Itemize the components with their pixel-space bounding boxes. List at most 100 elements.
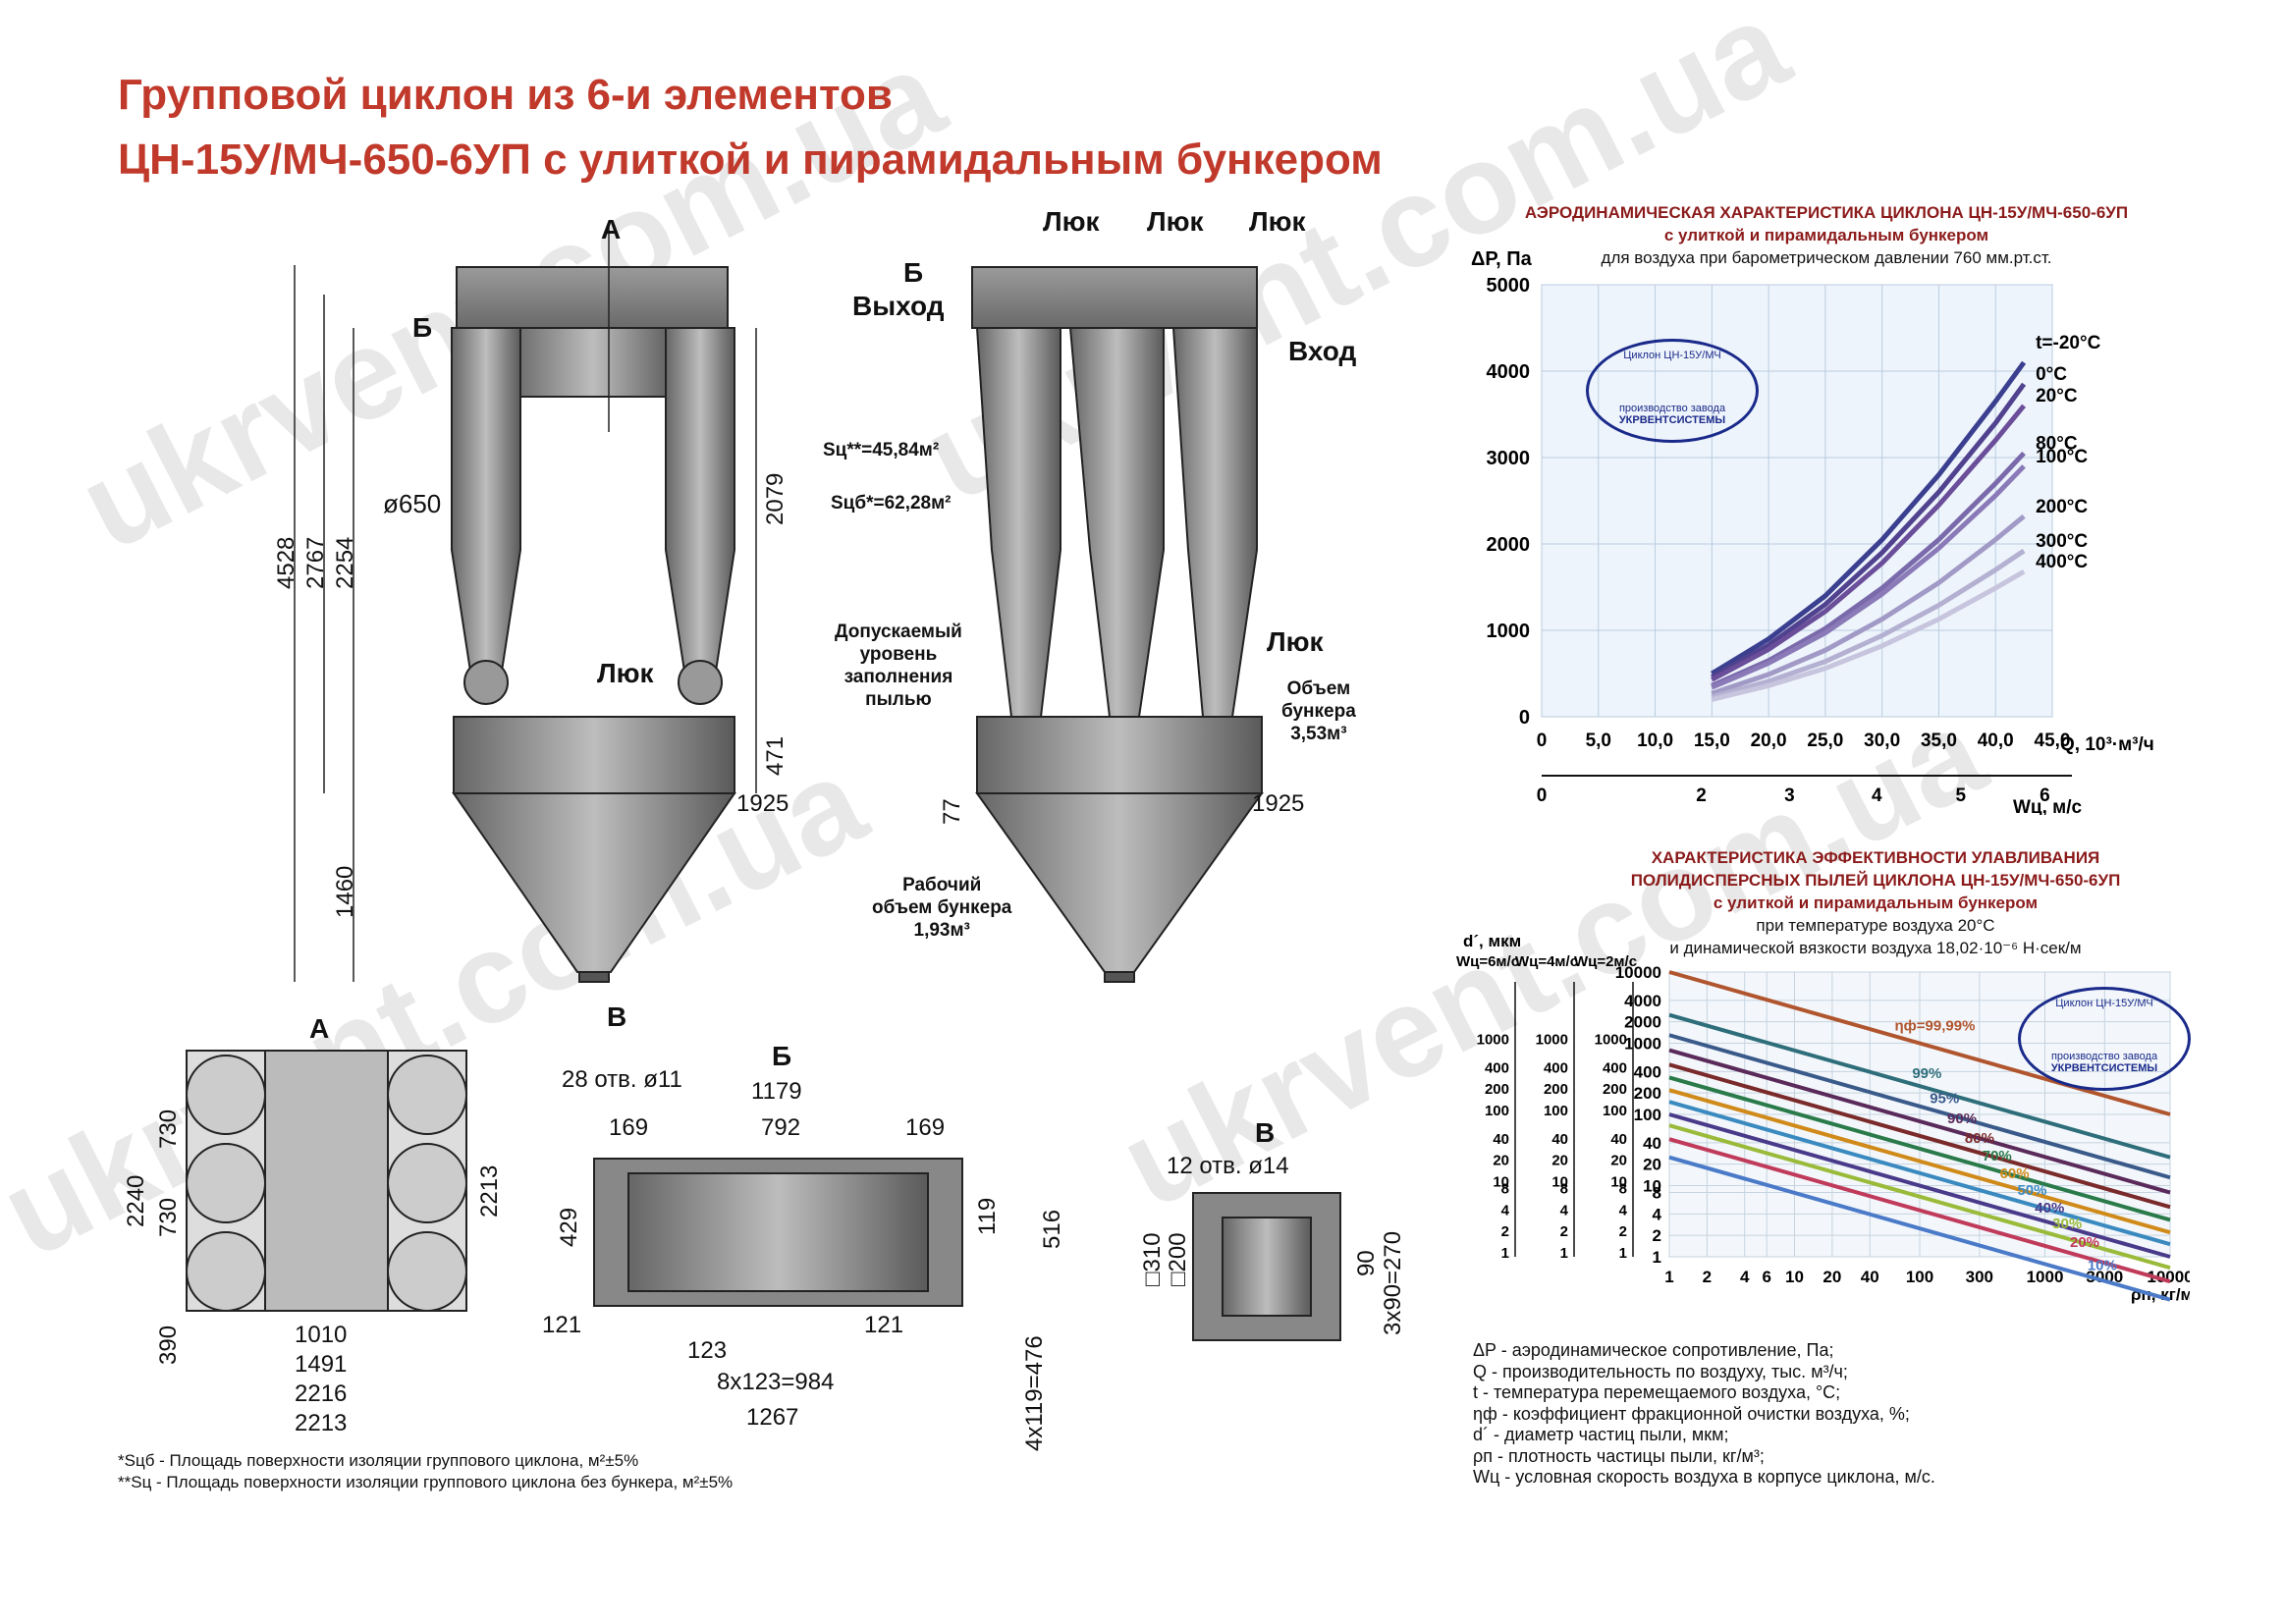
side-label-B: Б: [903, 257, 924, 288]
dim-123: 123: [687, 1337, 728, 1364]
chart2-xtick: 2: [1703, 1268, 1712, 1286]
chart2-col-tick: 100: [1544, 1103, 1568, 1119]
chart1-x2tick: 6: [2040, 785, 2050, 806]
chart2-series-label: 20%: [2070, 1234, 2099, 1251]
chart1-x2tick: 5: [1956, 785, 1967, 806]
chart2-col-tick: 20: [1551, 1153, 1568, 1169]
front-label-A: А: [601, 214, 622, 244]
chart2-col-tick: 10: [1610, 1174, 1627, 1191]
side-hatch-3: Люк: [1249, 206, 1306, 237]
chart2-col-tick: 400: [1544, 1059, 1568, 1076]
chart2-series-label: 90%: [1947, 1110, 1977, 1127]
viewA-cyclone-2: [186, 1143, 266, 1223]
chart1-xtick: 5,0: [1586, 731, 1611, 751]
stamp-logo: Циклон ЦН-15У/МЧ производство завода УКР…: [1586, 339, 1759, 443]
chart2-col-tick: 100: [1485, 1103, 1509, 1119]
chart1-ytick: 2000: [1487, 534, 1531, 556]
chart2-series-line: [1668, 1048, 2171, 1195]
dim-121a: 121: [542, 1312, 582, 1338]
chart2-col-label: Wц=2м/с: [1574, 953, 1637, 970]
side-cyclone-3: [1171, 327, 1258, 718]
front-hatch-left: [463, 660, 509, 705]
chart2-col-tick: 40: [1493, 1131, 1509, 1148]
chart1-series-line: [1710, 360, 2027, 677]
dim-90: 90: [1353, 1250, 1380, 1276]
chart1-series-line: [1711, 382, 2027, 679]
dim-270: 3x90=270: [1380, 1230, 1406, 1335]
chart2-series-label: 95%: [1930, 1091, 1959, 1108]
chart1-subtitle2: для воздуха при барометрическом давлении…: [1601, 248, 2052, 267]
chart1-series-label: 80°C: [2036, 434, 2078, 455]
stamp-line1: Циклон ЦН-15У/МЧ: [1623, 350, 1721, 361]
chart1-series-line: [1711, 404, 2027, 682]
chart1-xtick: 25,0: [1807, 731, 1843, 751]
dim-429: 429: [556, 1207, 582, 1247]
chart2-col-tick: 1: [1619, 1245, 1627, 1262]
chart2-series-label: ηф=99,99%: [1895, 1017, 1976, 1034]
stamp-line2: производство завода: [2050, 1051, 2158, 1062]
side-bunker-pyramid: [975, 792, 1264, 973]
chart2-series-label: 50%: [2017, 1182, 2046, 1199]
chart1-xtick: 20,0: [1751, 731, 1787, 751]
page-title-line1: Групповой циклон из 6-и элементов: [118, 71, 893, 119]
dim-1267: 1267: [746, 1404, 799, 1431]
chart2-col-tick: 40: [1551, 1131, 1568, 1148]
chart2-series-line: [1668, 1112, 2171, 1259]
chart2-subtitle3: при температуре воздуха 20°С: [1756, 916, 1995, 935]
stamp-logo-2: Циклон ЦН-15У/МЧ производство завода УКР…: [2018, 987, 2191, 1091]
viewA-center-duct: [264, 1050, 389, 1312]
side-work-volume: Рабочий объем бункера 1,93м³: [872, 875, 1012, 941]
side-bunker-box: [976, 716, 1263, 794]
legend-item: t - температура перемещаемого воздуха, °…: [1473, 1382, 1841, 1402]
chart2-ytick: 4000: [1624, 992, 1661, 1010]
viewB-opening: [627, 1172, 929, 1292]
chart2-col-tick: 4: [1560, 1202, 1569, 1218]
front-bunker-box: [453, 716, 735, 794]
chart1-series-label: t=-20°C: [2036, 333, 2100, 353]
side-entry: Вход: [1288, 336, 1357, 366]
chart2-col-tick: 4: [1619, 1202, 1628, 1218]
chart1-xtick: 40,0: [1978, 731, 2014, 751]
chart1-xtick: 15,0: [1694, 731, 1730, 751]
chart2-series-line: [1668, 970, 2171, 1116]
stamp-line3: УКРВЕНТСИСТЕМЫ: [1618, 414, 1726, 426]
chart2-col-tick: 2: [1560, 1223, 1568, 1240]
page-title-line2: ЦН-15У/МЧ-650-6УП с улиткой и пирамидаль…: [118, 135, 1383, 184]
chart2-series-label: 10%: [2088, 1258, 2117, 1274]
chart2-series-line: [1668, 1155, 2171, 1302]
stamp-line2: производство завода: [1618, 403, 1726, 414]
chart2-col-label: Wц=4м/с: [1515, 953, 1578, 970]
chart1-series-label: 0°C: [2036, 364, 2067, 385]
footnote-2: **Sц - Площадь поверхности изоляции груп…: [118, 1473, 734, 1491]
side-bunker-volume: Объем бункера 3,53м³: [1281, 678, 1356, 744]
chart2-col-tick: 8: [1560, 1181, 1568, 1198]
dim-121b: 121: [864, 1312, 904, 1338]
dim-984: 8x123=984: [717, 1369, 835, 1395]
side-hatch-1: Люк: [1043, 206, 1100, 237]
side-s-cb: Sцб*=62,28м²: [831, 493, 952, 514]
front-label-V: В: [607, 1001, 627, 1032]
chart2-series-label: 99%: [1912, 1065, 1941, 1082]
dim-730b: 730: [155, 1197, 182, 1237]
dim-476: 4x119=476: [1021, 1335, 1048, 1451]
chart2-xtick: 300: [1966, 1268, 1993, 1286]
chart2-ytick: 10: [1643, 1177, 1661, 1196]
chart2-col-tick: 20: [1610, 1153, 1627, 1169]
chart2-series-label: 70%: [1983, 1148, 2012, 1164]
chart2-ytick: 8: [1653, 1184, 1661, 1203]
side-cyclone-2: [1068, 327, 1165, 718]
chart2-title: ХАРАКТЕРИСТИКА ЭФФЕКТИВНОСТИ УЛАВЛИВАНИЯ: [1651, 848, 2100, 867]
viewA-label: А: [309, 1013, 330, 1044]
chart1-series-label: 400°C: [2036, 552, 2088, 572]
chart2-col-tick: 8: [1619, 1181, 1627, 1198]
legend-item: Q - производительность по воздуху, тыс. …: [1473, 1361, 1848, 1381]
viewA-cyclone-4: [387, 1055, 467, 1135]
chart1-series-line: [1711, 464, 2026, 690]
chart2-ytick: 1: [1653, 1248, 1661, 1267]
viewB-holes: 28 отв. ø11: [562, 1066, 682, 1093]
side-allowed-level: Допускаемый уровень заполнения пылью: [835, 622, 962, 710]
chart2-xtick: 1: [1664, 1268, 1673, 1286]
chart1-series-label: 100°C: [2036, 447, 2088, 467]
viewA-cyclone-1: [186, 1055, 266, 1135]
dim-2079: 2079: [762, 472, 789, 525]
